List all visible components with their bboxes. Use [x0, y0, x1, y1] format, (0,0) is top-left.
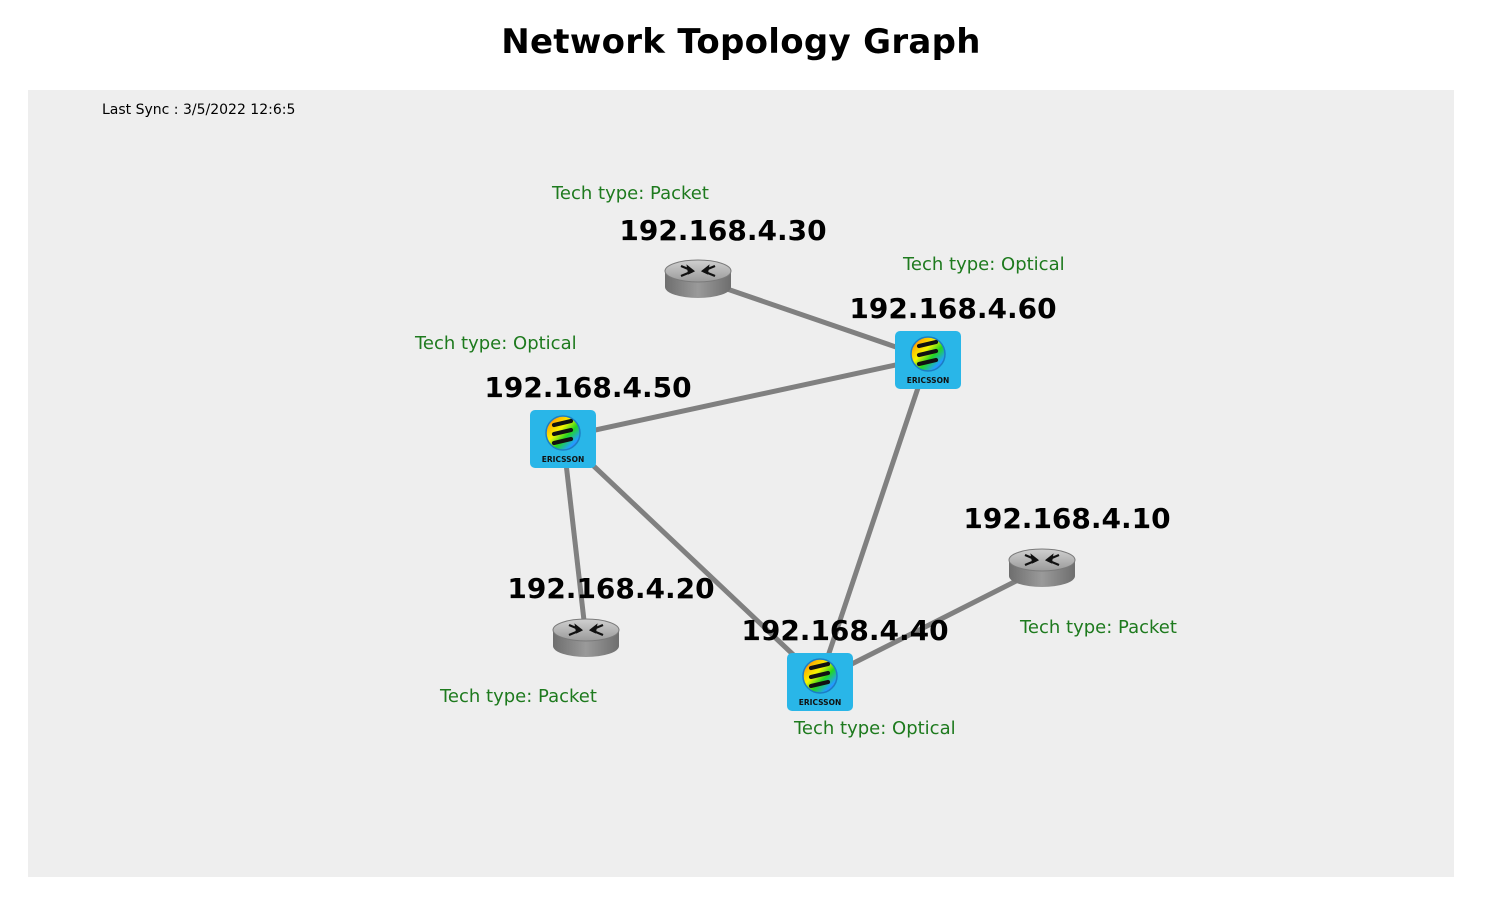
edges-layer	[560, 276, 1044, 683]
ericsson-icon[interactable]: ERICSSON	[895, 331, 961, 389]
edge-n50-n60[interactable]	[562, 355, 929, 440]
node-tech-type-label: Tech type: Optical	[793, 718, 956, 739]
edge-n60-n40[interactable]	[817, 357, 931, 681]
last-sync-value: 3/5/2022 12:6:5	[182, 102, 296, 118]
node-tech-type-label: Tech type: Optical	[414, 333, 577, 354]
node-ip-label: 192.168.4.40	[741, 614, 948, 647]
ericsson-icon[interactable]: ERICSSON	[787, 653, 853, 711]
last-sync-status: Last Sync : 3/5/2022 12:6:5	[102, 102, 295, 118]
ericsson-brand-label: ERICSSON	[907, 376, 949, 385]
node-192-168-4-50[interactable]: ERICSSON 192.168.4.50 Tech type: Optical	[414, 333, 692, 468]
last-sync-label: Last Sync :	[102, 102, 179, 118]
page-title: Network Topology Graph	[501, 22, 981, 62]
router-icon[interactable]	[663, 258, 733, 300]
node-ip-label: 192.168.4.50	[484, 371, 691, 404]
node-192-168-4-60[interactable]: ERICSSON 192.168.4.60 Tech type: Optical	[849, 254, 1065, 389]
edge-n50-n40[interactable]	[561, 435, 822, 682]
node-192-168-4-30[interactable]: 192.168.4.30 Tech type: Packet	[551, 183, 827, 300]
edge-n40-n10[interactable]	[818, 565, 1044, 683]
edge-n50-n20[interactable]	[560, 436, 589, 639]
node-ip-label: 192.168.4.20	[507, 572, 714, 605]
node-ip-label: 192.168.4.30	[619, 214, 826, 247]
ericsson-brand-label: ERICSSON	[542, 455, 584, 464]
node-tech-type-label: Tech type: Packet	[1019, 617, 1177, 638]
edge-n30-n60[interactable]	[697, 276, 929, 361]
router-icon[interactable]	[1007, 547, 1077, 589]
node-ip-label: 192.168.4.10	[963, 502, 1170, 535]
node-tech-type-label: Tech type: Packet	[551, 183, 709, 204]
graph-canvas[interactable]: Last Sync : 3/5/2022 12:6:5	[28, 90, 1454, 877]
ericsson-icon[interactable]: ERICSSON	[530, 410, 596, 468]
router-icon[interactable]	[551, 617, 621, 659]
node-ip-label: 192.168.4.60	[849, 292, 1056, 325]
node-tech-type-label: Tech type: Optical	[902, 254, 1065, 275]
node-tech-type-label: Tech type: Packet	[439, 686, 597, 707]
ericsson-brand-label: ERICSSON	[799, 698, 841, 707]
